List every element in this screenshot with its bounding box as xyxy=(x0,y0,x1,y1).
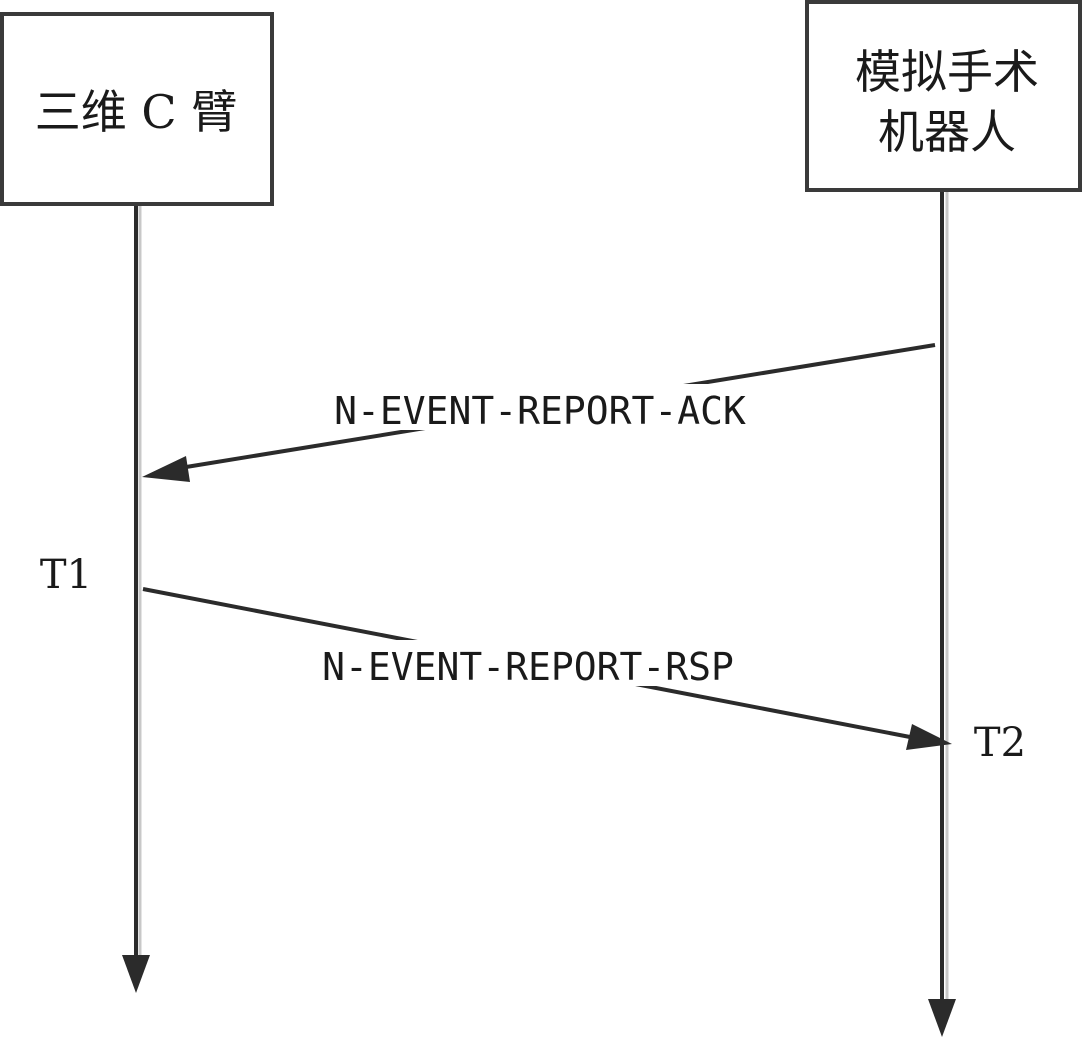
participant-right-box xyxy=(805,0,1082,192)
participant-right-label-line1: 模拟手术 xyxy=(855,45,1039,99)
message-ack: N-EVENT-REPORT-ACK xyxy=(142,343,936,482)
participant-left: 三维 C 臂 xyxy=(0,12,274,206)
message-ack-label: N-EVENT-REPORT-ACK xyxy=(334,389,746,433)
lifeline-right xyxy=(928,192,956,1037)
time-mark-t1: T1 xyxy=(40,552,92,598)
message-ack-arrowhead xyxy=(142,456,190,482)
message-rsp-arrowhead xyxy=(906,724,952,750)
message-rsp-label: N-EVENT-REPORT-RSP xyxy=(322,645,734,689)
lifeline-right-arrowhead xyxy=(928,999,956,1037)
message-rsp: N-EVENT-REPORT-RSP xyxy=(142,587,952,750)
time-mark-t2: T2 xyxy=(974,720,1026,766)
participant-left-label: 三维 C 臂 xyxy=(35,85,237,139)
participant-right: 模拟手术 机器人 xyxy=(805,0,1082,192)
participant-right-label-line2: 机器人 xyxy=(878,105,1016,159)
lifeline-left xyxy=(122,206,150,993)
participant-left-box xyxy=(0,12,274,206)
lifeline-left-arrowhead xyxy=(122,955,150,993)
